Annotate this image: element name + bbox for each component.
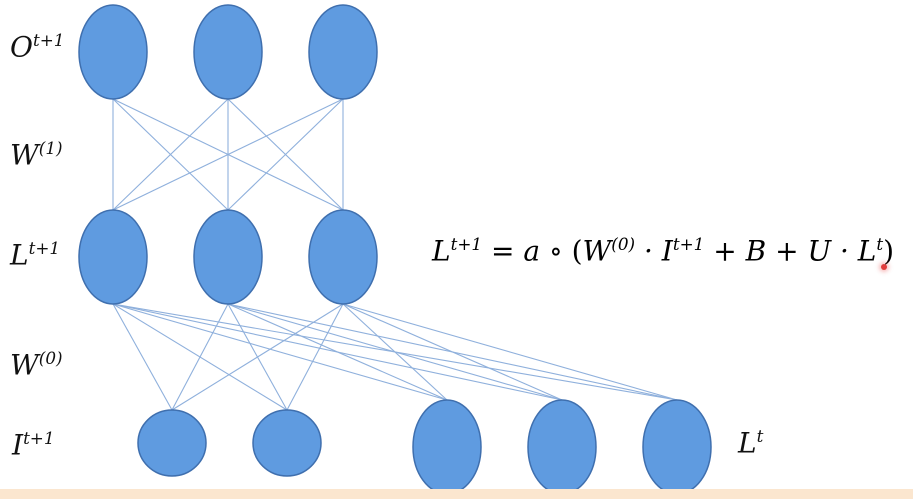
laser-pointer-dot: [881, 264, 887, 270]
u-recurrent-connection: [112, 303, 678, 401]
w0-label-sup: (0): [38, 348, 63, 368]
output-node: [308, 4, 378, 100]
eq-dot-1: ·: [635, 234, 662, 268]
prev-latent-node: [527, 399, 597, 495]
u-recurrent-connection: [112, 303, 448, 401]
eq-bias: B: [745, 234, 767, 268]
input-node: [137, 409, 207, 477]
output-layer-label: Ot+1: [10, 30, 64, 63]
eq-u: U: [807, 234, 832, 268]
output-node: [193, 4, 263, 100]
prev-latent-node: [642, 399, 712, 495]
eq-activation: a: [523, 234, 541, 268]
w1-connection: [227, 98, 344, 211]
input-layer-label: It+1: [12, 428, 55, 461]
eq-plus-2: +: [766, 234, 808, 268]
w0-input-connection: [286, 303, 344, 411]
input-label-base: I: [12, 428, 24, 462]
eq-l-base: L: [857, 234, 877, 268]
eq-open-paren: (: [571, 234, 583, 268]
latent-label-sup: t+1: [28, 238, 61, 258]
input-label-sup: t+1: [23, 428, 55, 448]
eq-compose: ∘: [540, 234, 572, 268]
w0-label-base: W: [10, 348, 39, 382]
latent-node: [193, 209, 263, 305]
latent-label-base: L: [10, 238, 29, 272]
footer-bar: [0, 489, 913, 499]
w1-label-sup: (1): [38, 138, 63, 158]
latent-layer-label: Lt+1: [10, 238, 60, 271]
eq-close-paren: ): [883, 234, 895, 268]
eq-w-base: W: [582, 234, 612, 268]
w1-label-base: W: [10, 138, 39, 172]
w1-connection: [112, 98, 344, 211]
eq-i-sup: t+1: [672, 234, 705, 254]
w0-input-connection: [112, 303, 288, 411]
prev-latent-label: Lt: [738, 426, 763, 459]
eq-l-sup: t: [876, 234, 884, 254]
u-recurrent-connection: [112, 303, 563, 401]
w1-connection: [112, 98, 229, 211]
latent-node: [78, 209, 148, 305]
input-node: [252, 409, 322, 477]
u-recurrent-connection: [342, 303, 678, 401]
eq-plus-1: +: [704, 234, 746, 268]
prev-latent-label-sup: t: [756, 426, 764, 446]
eq-i-base: I: [661, 234, 673, 268]
w0-input-connection: [227, 303, 288, 411]
output-label-sup: t+1: [32, 30, 65, 50]
eq-w-sup: (0): [611, 234, 636, 254]
eq-lhs-base: L: [432, 234, 451, 268]
prev-latent-node: [412, 399, 482, 495]
u-recurrent-connection: [227, 303, 678, 401]
prev-latent-label-base: L: [738, 426, 757, 460]
w1-weights-label: W(1): [10, 138, 63, 171]
eq-lhs-sup: t+1: [450, 234, 483, 254]
latent-node: [308, 209, 378, 305]
connections: [112, 98, 678, 411]
w0-weights-label: W(0): [10, 348, 63, 381]
eq-equals: =: [482, 234, 524, 268]
output-label-base: O: [10, 30, 33, 64]
recurrence-equation: Lt+1 = a ∘ (W(0) · It+1 + B + U · Lt): [432, 234, 894, 267]
output-node: [78, 4, 148, 100]
w0-input-connection: [112, 303, 173, 411]
eq-dot-2: ·: [831, 234, 858, 268]
